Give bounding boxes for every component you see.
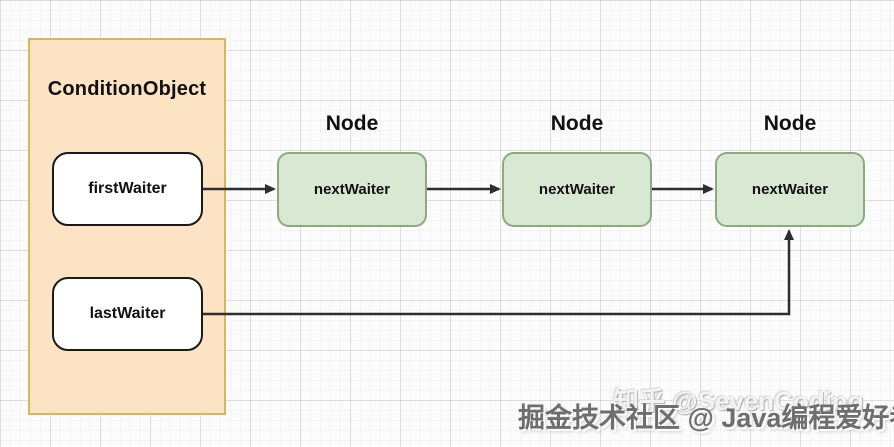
node-3-next-waiter-label: nextWaiter (751, 181, 829, 198)
node-1-title: Node (325, 112, 379, 135)
node-3-box: nextWaiter (715, 152, 865, 227)
last-waiter-label: lastWaiter (89, 305, 166, 322)
watermark-juejin: 掘金技术社区 @ Java编程爱好者 (518, 403, 894, 433)
node-1-next-waiter-label: nextWaiter (313, 181, 391, 198)
condition-object-title: ConditionObject (47, 78, 207, 100)
node-2-box: nextWaiter (502, 152, 652, 227)
condition-object-box: ConditionObject (28, 38, 226, 415)
watermark-zhihu: 知乎 @SevenCoding (613, 386, 864, 416)
first-waiter-field: firstWaiter (52, 152, 203, 226)
node-3-title: Node (763, 112, 817, 135)
node-2-title: Node (550, 112, 604, 135)
node-2-next-waiter-label: nextWaiter (538, 181, 616, 198)
arrow-lastwaiter-to-node3 (203, 229, 794, 316)
first-waiter-label: firstWaiter (88, 180, 167, 197)
node-1-box: nextWaiter (277, 152, 427, 227)
last-waiter-field: lastWaiter (52, 277, 203, 351)
